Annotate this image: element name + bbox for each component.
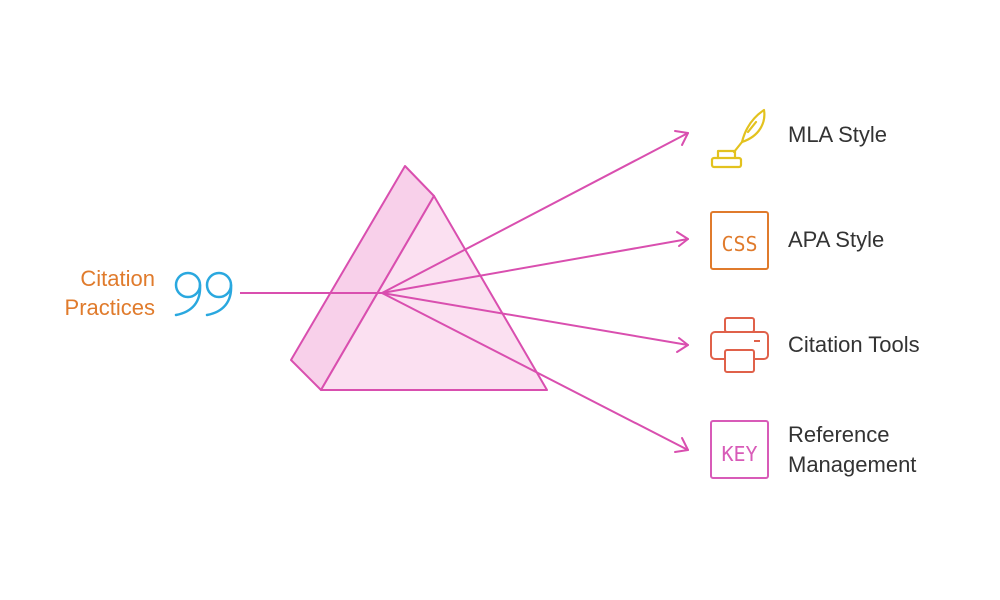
- ray-apa: [381, 238, 689, 294]
- printer-icon: [710, 317, 769, 373]
- output-label-mla: MLA Style: [788, 122, 888, 147]
- output-label-reference-line1: Reference: [788, 422, 890, 447]
- quote-icon: [174, 271, 233, 317]
- output-label-citation-tools: Citation Tools: [788, 332, 920, 357]
- css-icon-text: CSS: [721, 232, 757, 256]
- ray-citation-tools: [381, 292, 689, 346]
- ray-reference-management: [381, 292, 689, 451]
- key-icon-text: KEY: [721, 442, 757, 466]
- input-label-line1: Citation: [80, 266, 155, 291]
- key-file-icon: KEY: [710, 420, 769, 479]
- ray-apa-arrowhead: [676, 231, 689, 247]
- ray-citation-tools-arrowhead: [676, 337, 689, 353]
- output-label-reference-line2: Management: [788, 452, 917, 477]
- input-label: Citation Practices: [65, 264, 155, 322]
- output-rays: [381, 130, 689, 453]
- output-label-apa: APA Style: [788, 227, 885, 252]
- ray-reference-management-arrowhead: [674, 437, 689, 453]
- ray-mla-arrowhead: [674, 130, 689, 146]
- ray-mla: [381, 132, 689, 294]
- input-label-line2: Practices: [64, 295, 155, 320]
- css-file-icon: CSS: [710, 211, 769, 270]
- output-label-reference-management: Reference Management: [788, 420, 916, 480]
- prism: [290, 165, 548, 391]
- quill-inkwell-icon: [710, 108, 766, 169]
